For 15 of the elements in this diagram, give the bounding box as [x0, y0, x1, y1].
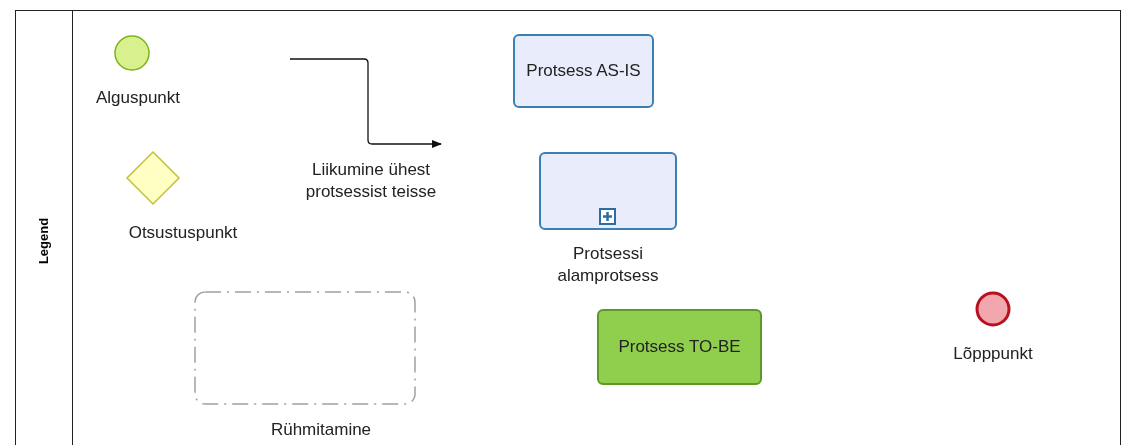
- shape-caption: Lõpppunkt: [952, 343, 1034, 365]
- end-event-circle: [975, 291, 1011, 327]
- group-frame: [194, 291, 416, 405]
- flow-caption: Liikumine ühest protsessist teisse: [304, 159, 438, 203]
- shape-caption: Protsessi alamprotsess: [556, 243, 660, 287]
- subprocess-box: [539, 152, 677, 230]
- decision-diamond: [126, 151, 180, 205]
- pool: [15, 10, 1121, 445]
- shape-caption: Otsustuspunkt: [127, 222, 239, 244]
- start-event-circle: [114, 35, 150, 71]
- shape-caption: Alguspunkt: [94, 87, 182, 109]
- task-box: Protsess AS-IS: [513, 34, 654, 108]
- task-box: Protsess TO-BE: [597, 309, 762, 385]
- pool-label: Legend: [35, 217, 53, 265]
- shape-caption: Rühmitamine: [269, 419, 373, 441]
